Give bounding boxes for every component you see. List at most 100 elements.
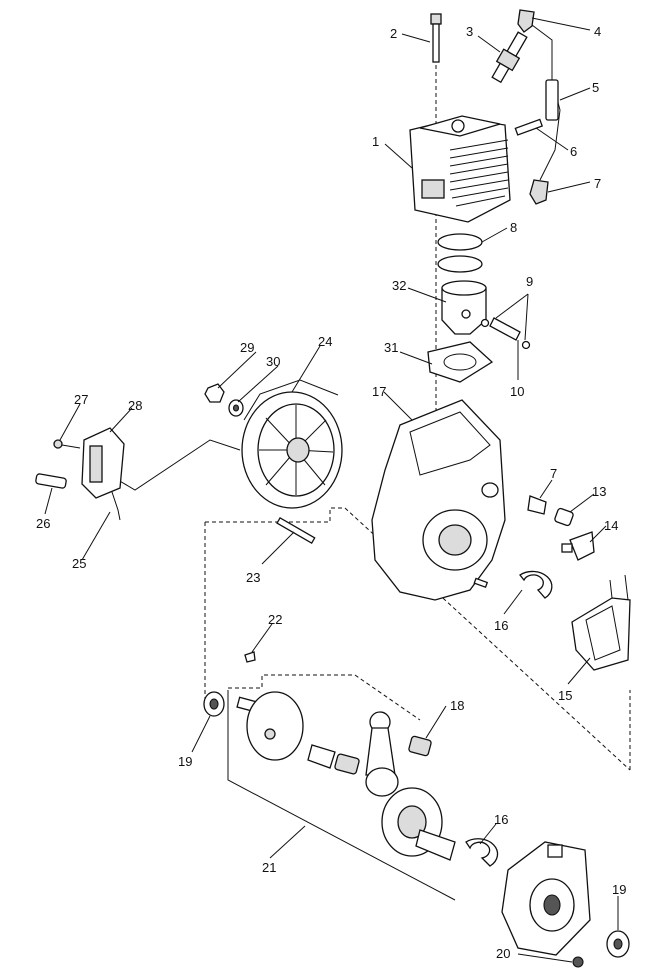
cap-head	[569, 531, 595, 561]
seal-lower-body	[465, 838, 499, 867]
callout-29: 29	[240, 340, 254, 355]
pin-bore	[461, 309, 471, 319]
callout-17: 17	[372, 384, 386, 399]
coil-wire	[117, 439, 241, 491]
callout-32: 32	[392, 278, 406, 293]
callout-26: 26	[36, 516, 50, 531]
callout-19-right: 19	[612, 882, 626, 897]
callout-2: 2	[390, 26, 397, 41]
part-crank-half-right	[381, 787, 456, 861]
coil-body	[81, 427, 125, 499]
seal-left-inner	[209, 698, 219, 710]
callout-7-lower: 7	[550, 466, 557, 481]
plug-thread	[491, 62, 510, 84]
part-base-gasket	[427, 341, 494, 383]
part-oil-seal-left	[203, 691, 225, 717]
crankcase-window	[409, 411, 491, 476]
case-gasket-inner	[585, 605, 621, 661]
ring-upper	[437, 233, 483, 251]
callout-16-lower: 16	[494, 812, 508, 827]
flywheel-hub	[286, 437, 310, 463]
callout-30: 30	[266, 354, 280, 369]
callout-13: 13	[592, 484, 606, 499]
cap-stem	[561, 543, 573, 553]
cooling-fins	[449, 139, 509, 207]
stud-body	[514, 118, 544, 136]
crank-guide-upper	[228, 674, 421, 721]
callout-22: 22	[268, 612, 282, 627]
callout-14: 14	[604, 518, 618, 533]
crank-assembly-bracket	[227, 690, 456, 901]
part-ball	[572, 956, 584, 968]
crank-bore	[438, 524, 472, 556]
part-cylinder	[409, 115, 511, 223]
exhaust-port	[421, 179, 445, 199]
callout-15: 15	[558, 688, 572, 703]
callout-5: 5	[592, 80, 599, 95]
coil-core	[89, 445, 103, 483]
part-flywheel-nut	[204, 383, 225, 403]
callout-31: 31	[384, 340, 398, 355]
boot-body	[517, 9, 535, 33]
bolt-head	[430, 13, 442, 25]
part-wrist-pin	[480, 317, 531, 350]
callout-21: 21	[262, 860, 276, 875]
callout-19-left: 19	[178, 754, 192, 769]
flywheel-fan-fins	[243, 379, 339, 421]
terminal-lower-body	[527, 495, 547, 515]
part-spark-plug	[491, 31, 528, 84]
part-crankcase-right	[501, 841, 591, 956]
case-gasket-outline	[571, 597, 631, 671]
part-wire-sleeve	[545, 79, 559, 121]
callout-4: 4	[594, 24, 601, 39]
part-crank-pin	[307, 744, 336, 769]
crankcase-right-bore	[543, 894, 561, 916]
seal-right-inner	[613, 938, 623, 950]
pin-clip-left	[480, 318, 490, 328]
part-case-stud	[276, 517, 316, 544]
part-case-gasket	[571, 574, 631, 671]
part-oil-seal-right	[606, 930, 630, 958]
pin-body	[489, 317, 521, 341]
pin-clip-right	[521, 340, 531, 350]
callout-6: 6	[570, 144, 577, 159]
part-stud	[514, 118, 544, 136]
part-crank-half-left	[236, 691, 304, 761]
crank-web-left	[246, 691, 304, 761]
washer-hole	[232, 404, 240, 412]
callout-27: 27	[74, 392, 88, 407]
part-bearing-seal-lower	[465, 838, 499, 867]
part-head-bolt	[430, 13, 442, 63]
crank-web-hole	[264, 728, 276, 740]
piston-crown	[441, 280, 487, 296]
callout-9: 9	[526, 274, 533, 289]
gasket-bore	[443, 353, 477, 371]
part-ignition-coil	[81, 427, 125, 499]
seal-upper-body	[519, 570, 553, 599]
callout-leaders	[44, 17, 619, 963]
part-bushing	[554, 507, 574, 527]
callout-24: 24	[318, 334, 332, 349]
part-terminal-lower	[527, 495, 547, 515]
callout-18: 18	[450, 698, 464, 713]
crank-web-right-hub	[397, 805, 427, 839]
crankcase-outline	[371, 399, 506, 601]
part-piston	[441, 280, 487, 335]
crankcase-right-tab	[547, 844, 563, 858]
part-flywheel	[241, 379, 343, 509]
callout-25: 25	[72, 556, 86, 571]
callout-16-upper: 16	[494, 618, 508, 633]
part-connecting-rod	[365, 711, 399, 797]
callout-23: 23	[246, 570, 260, 585]
mount-hole	[481, 482, 499, 498]
callout-20: 20	[496, 946, 510, 961]
screw-head	[53, 439, 63, 449]
callout-1: 1	[372, 134, 379, 149]
callout-28: 28	[128, 398, 142, 413]
part-small-end-bearing	[408, 735, 432, 757]
plug-port	[451, 119, 465, 133]
case-dowel	[473, 577, 489, 589]
callout-3: 3	[466, 24, 473, 39]
